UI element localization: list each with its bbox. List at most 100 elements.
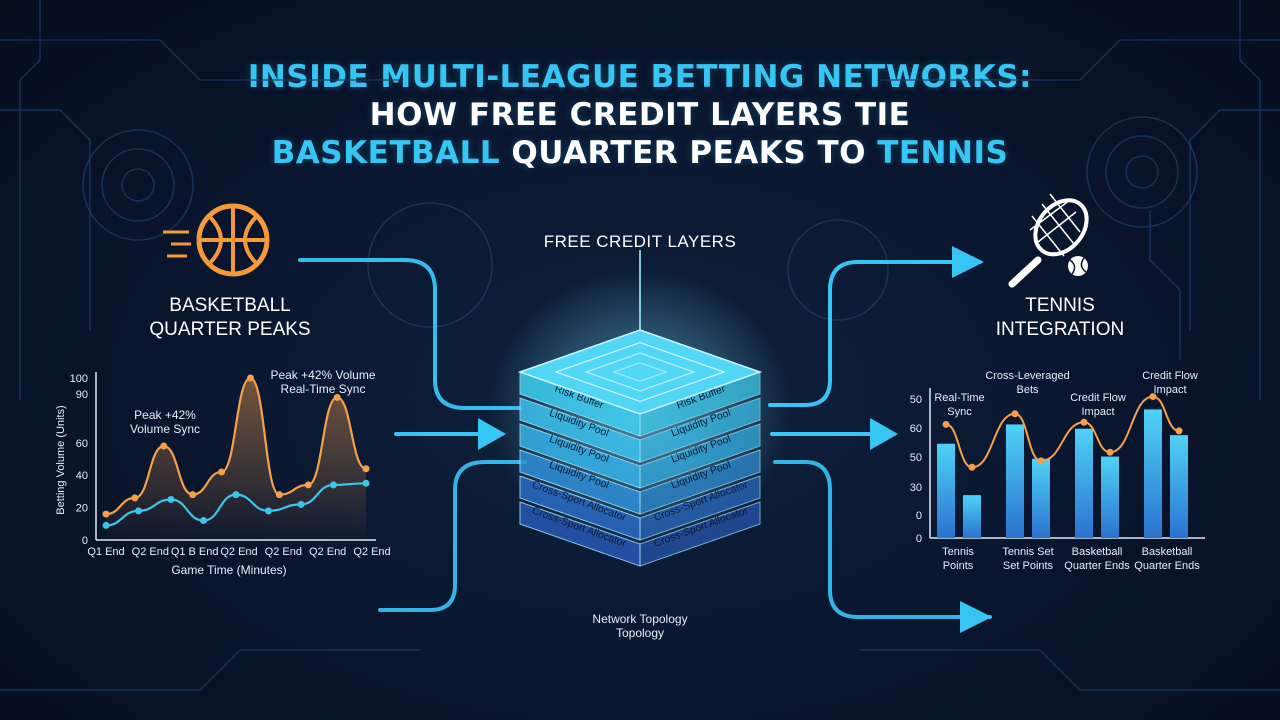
right-category-label: Set Points: [1003, 560, 1054, 572]
left-data-point: [275, 491, 283, 499]
layer-right-face: [639, 423, 761, 489]
arrow-lower-right: [773, 460, 992, 619]
right-annotation-3-line-2: Impact: [1081, 406, 1115, 418]
right-annotation-2-line-2: Bets: [1016, 384, 1039, 396]
right-category-label: Points: [943, 560, 974, 572]
left-y-tick-label: 0: [82, 535, 88, 547]
title-line-3: BASKETBALL QUARTER PEAKS TO TENNIS: [0, 134, 1280, 172]
title-line-1: INSIDE MULTI-LEAGUE BETTING NETWORKS:: [247, 59, 1033, 95]
left-annotation-1-line-2: Volume Sync: [129, 422, 201, 436]
left-x-tick-label: Q1 End: [87, 546, 124, 558]
left-data-point: [362, 479, 370, 487]
right-category-label: Tennis: [942, 546, 974, 558]
right-bar: [1170, 435, 1188, 538]
left-annotation-2: Peak +42% Volume Real-Time Sync: [258, 368, 388, 396]
right-overlay-point: [1149, 393, 1157, 401]
arrow-heads: [478, 246, 992, 633]
right-category-label: Basketball: [1072, 546, 1123, 558]
left-data-point: [102, 521, 110, 529]
flow-arrows: [298, 258, 992, 619]
left-y-tick-label: 60: [76, 438, 88, 450]
right-overlay-point: [942, 420, 950, 428]
right-y-tick-label: 0: [916, 533, 922, 545]
left-annotation-1-line-1: Peak +42%: [134, 408, 196, 422]
right-overlay-point: [1106, 448, 1114, 456]
left-series-line: [105, 376, 367, 516]
right-annotation-1-line-2: Sync: [947, 406, 972, 418]
left-x-tick-label: Q2 End: [220, 546, 257, 558]
right-annotation-1-line-1: Real-Time: [934, 392, 985, 404]
right-annotation-4: Credit Flow Impact: [1130, 369, 1210, 397]
right-category-label: Basketball: [1142, 546, 1193, 558]
right-annotation-4-line-1: Credit Flow: [1142, 370, 1198, 382]
left-data-point: [304, 481, 312, 489]
right-overlay-point: [1080, 418, 1088, 426]
left-x-tick-label: Q2 End: [132, 546, 169, 558]
background-circuit-lines: [0, 0, 1280, 691]
basketball-icon: [163, 203, 270, 277]
left-data-point: [232, 491, 240, 499]
left-data-point: [362, 465, 370, 473]
right-bar: [1006, 424, 1024, 538]
left-data-point: [160, 442, 168, 450]
right-bar: [1032, 458, 1050, 538]
arrow-basketball-to-stack: [298, 258, 522, 410]
title-basketball: BASKETBALL: [271, 135, 501, 171]
right-heading-line-2: INTEGRATION: [995, 319, 1125, 340]
right-bar: [937, 443, 955, 538]
right-bar: [1101, 456, 1119, 538]
left-x-axis-label: Game Time (Minutes): [171, 563, 286, 577]
left-data-point: [246, 374, 254, 382]
right-y-tick-label: 60: [910, 423, 922, 435]
right-category-label: Quarter Ends: [1134, 560, 1200, 572]
layer-right-face: [639, 475, 761, 541]
right-overlay-point: [968, 463, 976, 471]
left-heading-line-2: QUARTER PEAKS: [149, 319, 311, 340]
right-annotation-3-line-1: Credit Flow: [1070, 392, 1126, 404]
right-bar: [1075, 428, 1093, 538]
right-y-tick-label: 30: [910, 482, 922, 494]
left-y-tick-label: 90: [76, 389, 88, 401]
title-line-2: HOW FREE CREDIT LAYERS TIE: [369, 97, 911, 133]
arrow-stack-to-tennis: [768, 260, 982, 407]
left-y-axis-label: Betting Volume (Units): [55, 405, 67, 514]
left-data-point: [167, 496, 175, 503]
right-annotation-3: Credit Flow Impact: [1058, 391, 1138, 419]
right-overlay-point: [1175, 427, 1183, 435]
right-overlay-point: [1011, 410, 1019, 418]
stack-top-inner-frame: [554, 341, 726, 403]
left-data-point: [330, 481, 337, 489]
tennis-racket-icon: [1008, 193, 1089, 288]
right-overlay-line: [945, 395, 1180, 469]
right-y-tick-label: 0: [916, 510, 922, 522]
right-category-label: Quarter Ends: [1064, 560, 1130, 572]
stack-top-inner-frame: [611, 362, 669, 382]
center-heading: FREE CREDIT LAYERS: [543, 232, 737, 251]
left-data-point: [102, 510, 110, 518]
left-y-tick-label: 100: [70, 373, 88, 385]
left-data-point: [333, 393, 341, 401]
left-data-point: [189, 491, 197, 499]
left-annotation-2-line-1: Peak +42% Volume: [270, 368, 376, 382]
center-footer-line-2: Topology: [615, 626, 665, 640]
center-footer-line-1: Network Topology: [592, 612, 688, 626]
left-area-fill: [106, 378, 366, 540]
right-y-tick-label: 50: [910, 452, 922, 464]
arrow-lower-left: [378, 460, 527, 612]
right-category-label: Tennis Set: [1002, 546, 1053, 558]
background-target-rings: [82, 116, 1198, 328]
right-annotation-4-line-2: Impact: [1153, 384, 1187, 396]
left-data-point: [200, 517, 207, 525]
right-annotation-2-line-1: Cross-Leveraged: [985, 370, 1070, 382]
center-footer: Network Topology Topology: [540, 612, 740, 640]
left-panel-heading: BASKETBALL QUARTER PEAKS: [120, 294, 340, 342]
left-y-tick-label: 40: [76, 470, 88, 482]
right-overlay-point: [1037, 457, 1045, 465]
left-heading-line-1: BASKETBALL: [169, 295, 291, 316]
right-y-tick-label: 50: [910, 394, 922, 406]
left-annotation-1: Peak +42% Volume Sync: [110, 408, 220, 436]
